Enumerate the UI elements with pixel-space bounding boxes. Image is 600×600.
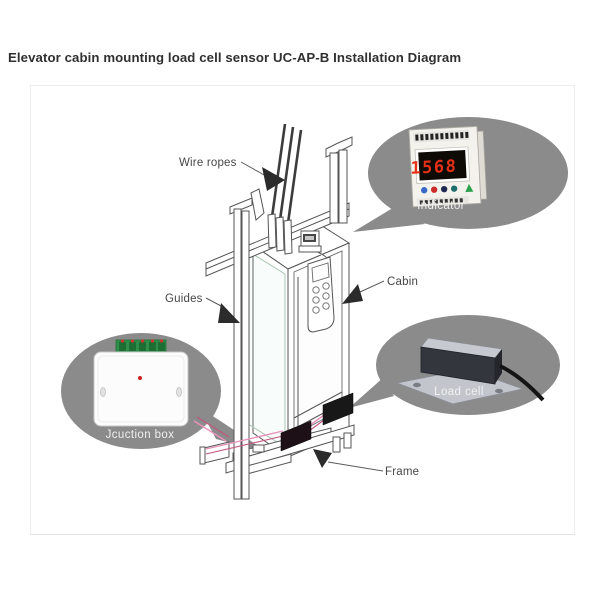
callout-load-cell-tail bbox=[349, 377, 394, 408]
load-cell-label: Load cell bbox=[434, 386, 484, 398]
guide-rail-right bbox=[325, 136, 353, 224]
page-title: Elevator cabin mounting load cell sensor… bbox=[8, 50, 462, 65]
guides-arrow-icon bbox=[218, 303, 240, 323]
guides-label: Guides bbox=[165, 293, 203, 305]
annotation-wire-ropes: Wire ropes bbox=[179, 157, 285, 191]
indicator-top-terminals bbox=[415, 131, 469, 141]
junction-box-led bbox=[138, 376, 142, 380]
annotation-frame: Frame bbox=[313, 449, 419, 478]
cabin-control-panel bbox=[307, 249, 335, 333]
frame-label: Frame bbox=[385, 466, 419, 478]
wire-ropes-label: Wire ropes bbox=[179, 157, 237, 169]
cabin-label: Cabin bbox=[387, 276, 418, 288]
guide-rail-left bbox=[229, 197, 253, 500]
indicator-display-value: 1568 bbox=[410, 156, 457, 178]
mounted-load-cells bbox=[252, 392, 354, 453]
wire-ropes-group bbox=[250, 123, 303, 255]
indicator-buttons bbox=[420, 183, 474, 194]
indicator-device: 1568 bbox=[408, 125, 488, 208]
frame-arrow-icon bbox=[313, 449, 332, 468]
annotation-guides: Guides bbox=[165, 293, 240, 323]
cabin-arrow-icon bbox=[342, 284, 363, 304]
load-cell-cable bbox=[499, 364, 545, 402]
installation-diagram: 1568 Indicator bbox=[30, 85, 575, 535]
indicator-display bbox=[418, 150, 467, 181]
pink-wires bbox=[193, 414, 325, 455]
junction-box-label: Jcuction box bbox=[106, 429, 175, 441]
indicator-label: Indicator bbox=[417, 200, 465, 212]
junction-box-device bbox=[93, 339, 189, 427]
annotation-cabin: Cabin bbox=[342, 276, 418, 304]
mini-indicator-device bbox=[298, 230, 322, 253]
cabin-glass-pane bbox=[247, 250, 286, 448]
load-cell-device bbox=[395, 337, 545, 405]
junction-box-terminals bbox=[119, 339, 165, 351]
wire-ropes-arrow-icon bbox=[262, 167, 285, 191]
indicator-bottom-terminals bbox=[419, 198, 463, 205]
diagram-canvas: 1568 Indicator bbox=[61, 117, 568, 500]
